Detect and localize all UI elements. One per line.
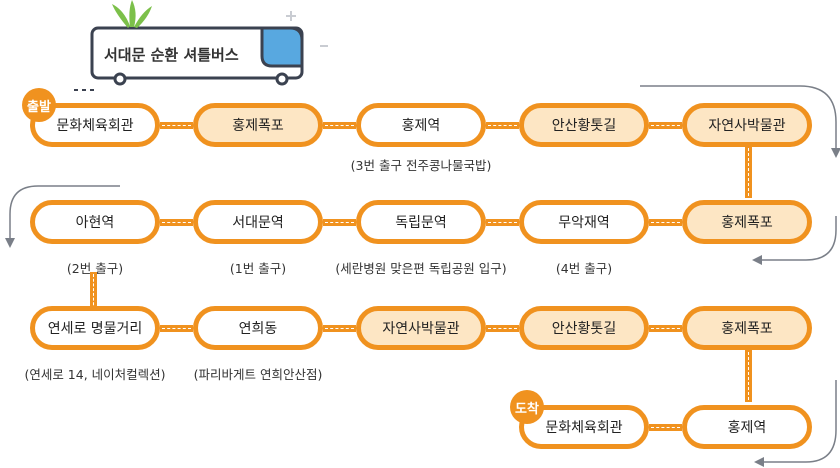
stop-note: (세란병원 맞은편 독립공원 입구) (335, 261, 507, 276)
stop-yeonhui-dong: 연희동 (193, 306, 323, 350)
connector (323, 122, 356, 129)
flow-arrows (9, 85, 837, 463)
stop-natural-history-museum: 자연사박물관 (682, 103, 812, 147)
stop-ansan-hwangtot-gil: 안산황톳길 (519, 306, 649, 350)
connector (745, 350, 752, 402)
arrowheads (5, 148, 840, 467)
route-title: 서대문 순환 셔틀버스 (104, 46, 239, 64)
connector (649, 122, 682, 129)
stop-hongje-pokpo: 홍제폭포 (682, 306, 812, 350)
connector (160, 219, 193, 226)
leaves-icon (112, 0, 152, 28)
stop-note: (3번 출구 전주콩나물국밥) (350, 158, 492, 173)
stop-note: (연세로 14, 네이처컬렉션) (24, 367, 166, 382)
connector (745, 146, 752, 198)
flow-arrow-right-return (760, 216, 837, 261)
stop-hongje-station: 홍제역 (682, 405, 812, 449)
stop-ahyeon-station: 아현역 (30, 200, 160, 244)
stop-natural-history-museum: 자연사박물관 (356, 306, 486, 350)
stop-yonsei-ro-street: 연세로 명물거리 (30, 306, 160, 350)
connector (323, 325, 356, 332)
stop-note: (1번 출구) (229, 261, 287, 276)
stop-dongnimmun-station: 독립문역 (356, 200, 486, 244)
connector (649, 219, 682, 226)
connector (323, 219, 356, 226)
connector (486, 325, 519, 332)
connector (649, 325, 682, 332)
connector (649, 424, 682, 431)
connector (486, 122, 519, 129)
stop-hongje-pokpo: 홍제폭포 (193, 103, 323, 147)
sparkle-icon (286, 11, 328, 47)
connector (486, 219, 519, 226)
stop-ansan-hwangtot-gil: 안산황톳길 (519, 103, 649, 147)
stop-hongje-station: 홍제역 (356, 103, 486, 147)
flow-arrow-left-down (9, 185, 120, 240)
stop-note: (2번 출구) (66, 261, 124, 276)
flow-arrow-bottom-return (762, 380, 837, 463)
connector (90, 272, 97, 312)
flow-arrow-right-down (640, 85, 837, 150)
bus-sign-icon (74, 26, 304, 91)
stop-note: (4번 출구) (555, 261, 613, 276)
connector (160, 325, 193, 332)
connector (160, 122, 193, 129)
stop-muakjae-station: 무악재역 (519, 200, 649, 244)
start-badge: 출발 (22, 88, 56, 122)
stop-note: (파리바게트 연희안산점) (193, 367, 323, 382)
stop-hongje-pokpo: 홍제폭포 (682, 200, 812, 244)
stop-munhwa-cheyuk-hoegwan-end: 문화체육회관 (519, 405, 649, 449)
end-badge: 도착 (510, 390, 544, 424)
stop-seodaemun-station: 서대문역 (193, 200, 323, 244)
